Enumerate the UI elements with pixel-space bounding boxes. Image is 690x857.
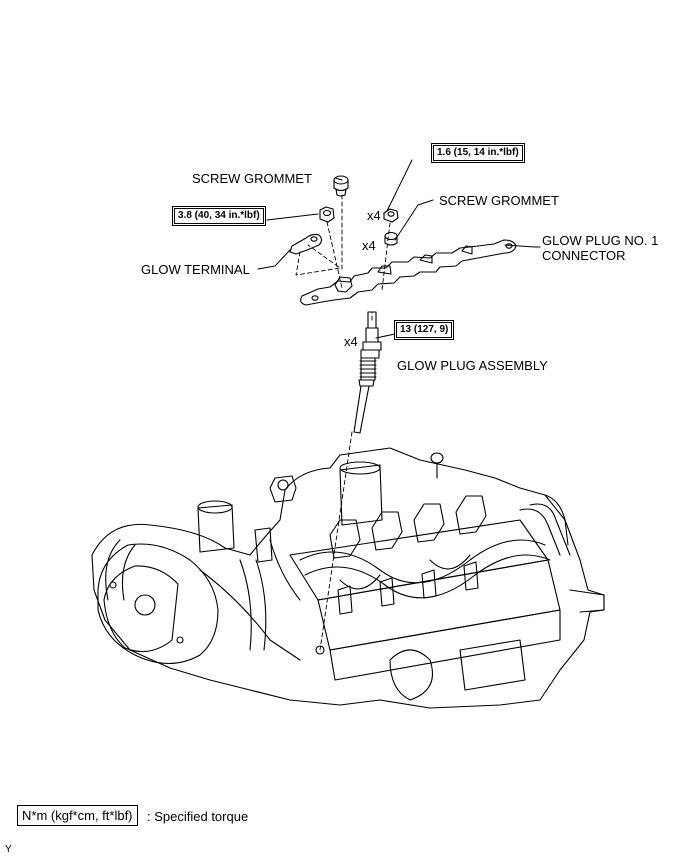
label-glow-terminal: GLOW TERMINAL xyxy=(141,262,250,277)
torque-box-nut-terminal: 3.8 (40, 34 in.*lbf) xyxy=(172,206,266,226)
leader-lines xyxy=(257,159,541,339)
torque-box-nut-connector: 1.6 (15, 14 in.*lbf) xyxy=(431,143,525,163)
torque-nut-terminal: 3.8 (40, 34 in.*lbf) xyxy=(174,208,264,224)
label-glow-plug-assembly: GLOW PLUG ASSEMBLY xyxy=(397,358,548,373)
engine-block xyxy=(91,447,605,709)
glow-terminal-part xyxy=(289,233,323,255)
legend-unit-box: N*m (kgf*cm, ft*lbf) xyxy=(17,805,138,826)
legend-description: : Specified torque xyxy=(147,809,249,824)
nut-connector-part xyxy=(383,208,399,223)
connector-bar-part xyxy=(300,239,517,306)
screw-grommet-2-part xyxy=(384,231,398,246)
label-connector-line1: GLOW PLUG NO. 1 xyxy=(542,233,659,248)
screw-grommet-1-part xyxy=(333,175,349,197)
nut-terminal-part xyxy=(319,206,335,223)
torque-box-glow-plug: 13 (127, 9) xyxy=(394,320,455,340)
label-connector-line2: CONNECTOR xyxy=(542,248,626,263)
torque-nut-connector: 1.6 (15, 14 in.*lbf) xyxy=(433,145,523,161)
glow-plug-part xyxy=(353,311,382,434)
corner-mark: Y xyxy=(5,844,12,855)
qty-glow-plug: x4 xyxy=(344,334,358,349)
qty-grommet: x4 xyxy=(362,238,376,253)
torque-glow-plug: 13 (127, 9) xyxy=(396,322,453,338)
qty-nut-connector: x4 xyxy=(367,208,381,223)
alignment-dashes xyxy=(295,194,391,651)
label-screw-grommet-2: SCREW GROMMET xyxy=(439,193,559,208)
label-screw-grommet-1: SCREW GROMMET xyxy=(192,171,312,186)
